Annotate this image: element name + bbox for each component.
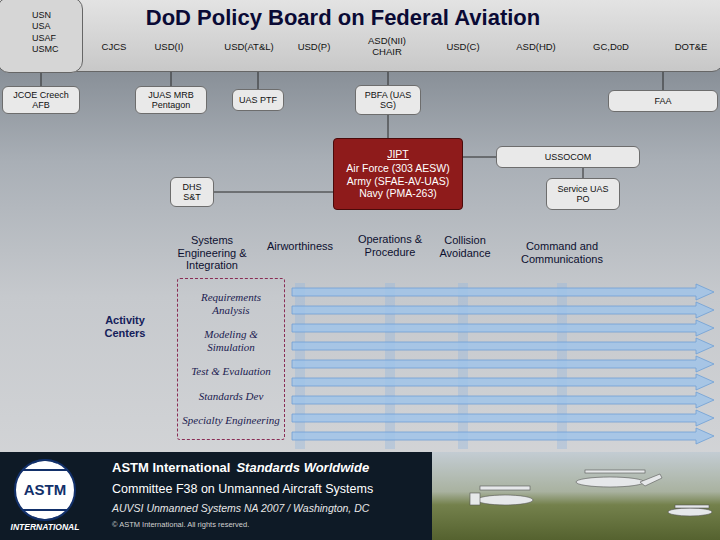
uav-pictures [470,470,712,516]
column-heading: Airworthiness [255,240,345,253]
box-label: USSOCOM [545,152,592,162]
org-box: PBFA (UAS SG) [355,85,421,115]
org-connector [214,192,333,193]
box-label: Test & Evaluation [191,365,271,378]
member-label: USD(I) [139,42,199,53]
column-heading: Collision Avoidance [427,234,503,259]
box-label: DHS S&T [175,182,209,203]
box-label: UAS PTF [239,95,277,105]
box-label: USN USA USAF USMC [32,10,59,55]
box-label: Service UAS PO [551,184,615,205]
org-connector [583,168,584,178]
service-box: USN USA USAF USMC [0,0,83,73]
board-title: DoD Policy Board on Federal Aviation [83,5,603,30]
activity-arrow [292,284,714,300]
org-connector [258,72,259,89]
org-box: Service UAS PO [546,178,620,210]
footer-text: AUVSI Unmanned Systems NA 2007 / Washing… [112,502,369,514]
box-label: Requirements Analysis [182,291,280,316]
logo-text: INTERNATIONAL [2,523,88,533]
box-label: Standards Dev [199,390,264,403]
column-heading: Operations & Procedure [357,233,423,258]
footer-photo [432,452,720,540]
org-box: UAS PTF [232,89,284,111]
board-header: DoD Policy Board on Federal AviationCJCS… [0,0,720,72]
org-connector [388,115,389,138]
member-label: GC,DoD [581,42,641,53]
member-label: DOT&E [669,42,713,53]
member-label: ASD(HD) [506,42,566,53]
org-box: JCOE Creech AFB [2,86,80,114]
box-label: JIPT [387,148,409,161]
column-heading: Systems Engineering & Integration [166,234,258,272]
org-box: USSOCOM [496,146,640,168]
activity-arrow [292,410,714,426]
org-box: JUAS MRB Pentagon [135,86,207,114]
column-heading: Command and Communications [507,240,617,265]
footer-text: ASTM International [112,461,230,476]
activity-arrow [292,320,714,336]
activity-arrow [292,374,714,390]
footer-text: Committee F38 on Unmanned Aircraft Syste… [112,482,373,496]
box-label: PBFA (UAS SG) [360,90,416,111]
org-connector [663,72,664,90]
org-connector [463,157,496,158]
footer-text: Standards Worldwide [236,461,369,476]
activity-arrows [292,284,714,444]
member-label: ASD(NII) CHAIR [361,36,413,58]
org-connector [171,72,172,86]
box-label: FAA [654,96,671,106]
astm-logo [15,460,75,520]
logo-text: ASTM [15,481,75,498]
box-label: Air Force (303 AESW) Army (SFAE-AV-UAS) … [340,162,456,200]
member-label: USD(C) [433,42,493,53]
box-label: Modeling & Simulation [182,328,280,353]
activity-arrow [292,338,714,354]
activity-arrow [292,428,714,444]
activity-arrow [292,302,714,318]
member-label: USD(AT&L) [214,42,284,53]
org-connector [388,72,389,85]
jipt-box: JIPTAir Force (303 AESW) Army (SFAE-AV-U… [333,138,463,210]
box-label: Specialty Engineering [182,414,279,427]
footer-band [0,452,720,540]
box-label: JCOE Creech AFB [7,90,75,111]
box-label: JUAS MRB Pentagon [140,90,202,111]
org-box: FAA [608,90,718,112]
org-box: DHS S&T [170,177,214,207]
member-label: USD(P) [284,42,344,53]
side-heading: Activity Centers [90,314,160,339]
footer-text: © ASTM International. All rights reserve… [112,521,249,530]
activity-arrow [292,356,714,372]
activity-arrow [292,392,714,408]
org-connector [41,72,42,86]
member-label: CJCS [84,42,144,53]
activity-list-box: Requirements AnalysisModeling & Simulati… [177,278,285,440]
